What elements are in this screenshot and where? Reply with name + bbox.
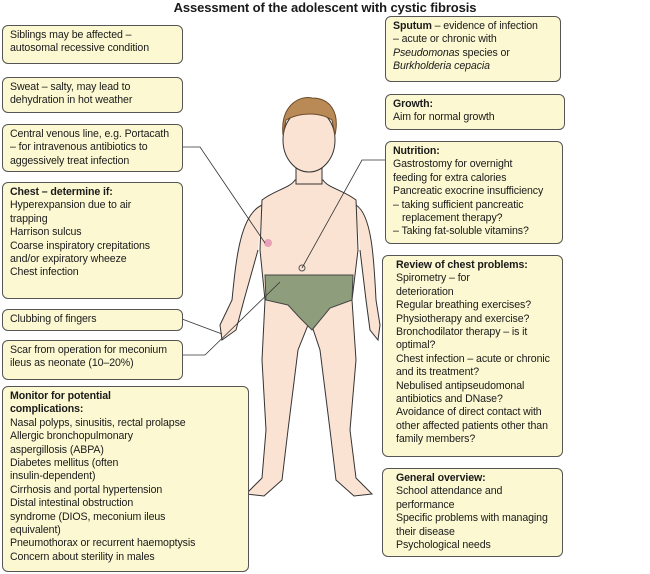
text: Distal intestinal obstruction xyxy=(10,497,134,510)
text: Central venous line, e.g. Portacath xyxy=(10,128,170,140)
text: antibiotics and DNase? xyxy=(396,393,503,406)
monitor-complications-box: Monitor for potential complications: Nas… xyxy=(2,386,249,572)
text: Gastrostomy for overnight xyxy=(393,158,513,171)
text: Chest infection xyxy=(10,266,79,279)
heading: Chest – determine if: xyxy=(10,186,113,198)
nutrition-box: Nutrition: Gastrostomy for overnight fee… xyxy=(385,141,563,244)
text: Clubbing of fingers xyxy=(10,313,97,325)
text: Regular breathing exercises? xyxy=(396,299,531,312)
text: equivalent) xyxy=(10,524,61,537)
text: aggessively treat infection xyxy=(10,154,130,167)
text: species or xyxy=(459,46,510,59)
text: Siblings may be affected – xyxy=(10,29,132,41)
siblings-box: Siblings may be affected – autosomal rec… xyxy=(2,25,183,64)
text: Nebulised antipseudomonal xyxy=(396,379,525,392)
text: dehydration in hot weather xyxy=(10,94,133,107)
text: and/or expiratory wheeze xyxy=(10,253,127,266)
text: – Taking fat-soluble vitamins? xyxy=(393,225,529,238)
leader-lines xyxy=(181,146,385,356)
text: other affected patients other than xyxy=(396,419,548,432)
text: Diabetes mellitus (often xyxy=(10,457,119,470)
heading: Sputum xyxy=(393,20,432,32)
clubbing-box: Clubbing of fingers xyxy=(2,309,183,331)
hair xyxy=(282,96,337,136)
growth-box: Growth: Aim for normal growth xyxy=(385,94,565,130)
text: Hyperexpansion due to air xyxy=(10,199,132,212)
text: replacement therapy? xyxy=(402,212,503,225)
gastrostomy-mark xyxy=(298,264,306,272)
text: Spirometry – for xyxy=(396,272,470,285)
text: syndrome (DIOS, meconium ileus xyxy=(10,510,166,523)
text: feeding for extra calories xyxy=(393,171,507,184)
text: Avoidance of direct contact with xyxy=(396,406,542,419)
text: Specific problems with managing xyxy=(396,512,548,525)
chest-box: Chest – determine if: Hyperexpansion due… xyxy=(2,182,183,299)
heading: Nutrition: xyxy=(393,145,440,157)
text: optimal? xyxy=(396,339,436,352)
text: aspergillosis (ABPA) xyxy=(10,443,104,456)
sputum-box: Sputum – evidence of infection – acute o… xyxy=(385,16,561,82)
text: ileus as neonate (10–20%) xyxy=(10,357,134,370)
text: Harrison sulcus xyxy=(10,226,82,239)
legs xyxy=(244,299,374,497)
portacath-mark xyxy=(264,239,272,247)
text: Aim for normal growth xyxy=(393,111,495,124)
text: Coarse inspiratory crepitations xyxy=(10,239,150,252)
text: Pneumothorax or recurrent haemoptysis xyxy=(10,537,196,550)
text: – acute or chronic with xyxy=(393,33,497,46)
text: insulin-dependent) xyxy=(10,470,96,483)
text: – for intravenous antibiotics to xyxy=(10,141,148,154)
text: Cirrhosis and portal hypertension xyxy=(10,483,163,496)
text: Burkholderia cepacia xyxy=(393,60,490,73)
text: Chest infection – acute or chronic xyxy=(396,352,550,365)
text: performance xyxy=(396,498,455,511)
heading: complications: xyxy=(10,403,84,416)
text: – evidence of infection xyxy=(431,20,538,32)
text: family members? xyxy=(396,433,476,446)
general-overview-box: General overview: School attendance and … xyxy=(382,468,563,557)
diagram-title: Assessment of the adolescent with cystic… xyxy=(173,0,477,15)
text: – taking sufficient pancreatic xyxy=(393,198,524,211)
text: Bronchodilator therapy – is it xyxy=(396,326,528,339)
text: Scar from operation for meconium xyxy=(10,344,167,356)
text: deterioration xyxy=(396,285,454,298)
sweat-box: Sweat – salty, may lead to dehydration i… xyxy=(2,77,183,113)
text: Pseudomonas xyxy=(393,46,460,59)
text: Concern about sterility in males xyxy=(10,550,155,563)
heading: Review of chest problems: xyxy=(396,259,528,271)
text: and its treatment? xyxy=(396,366,479,379)
text: Nasal polyps, sinusitis, rectal prolapse xyxy=(10,416,186,429)
text: autosomal recessive condition xyxy=(10,42,150,55)
heading: Growth: xyxy=(393,98,433,110)
text: Sweat – salty, may lead to xyxy=(10,81,131,93)
underwear xyxy=(264,274,354,331)
review-chest-box: Review of chest problems: Spirometry – f… xyxy=(382,255,563,457)
heading: General overview: xyxy=(396,472,486,484)
text: Physiotherapy and exercise? xyxy=(396,312,530,325)
torso xyxy=(259,179,359,301)
text: School attendance and xyxy=(396,485,503,498)
text: Psychological needs xyxy=(396,539,491,552)
text: Allergic bronchopulmonary xyxy=(10,430,133,443)
heading: Monitor for potential xyxy=(10,390,111,402)
text: trapping xyxy=(10,212,48,225)
text: Pancreatic exocrine insufficiency xyxy=(393,185,544,198)
text: their disease xyxy=(396,525,455,538)
scar-box: Scar from operation for meconium ileus a… xyxy=(2,340,183,380)
arms xyxy=(219,204,381,342)
central-venous-line-box: Central venous line, e.g. Portacath – fo… xyxy=(2,124,183,172)
